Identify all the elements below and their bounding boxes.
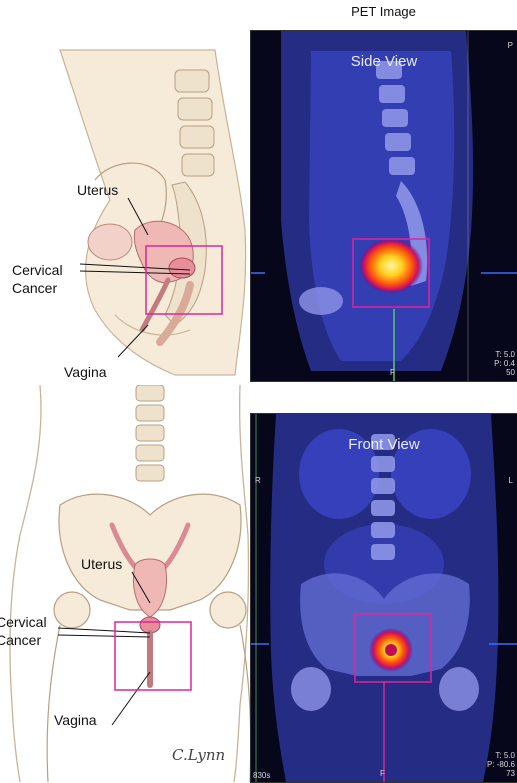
pet-image-title: PET Image: [250, 4, 517, 19]
label-cancer-bottom: Cancer: [0, 632, 41, 648]
label-cancer-top: Cancer: [12, 280, 57, 296]
pet-side-view-panel: Side View P F T: 5.0 P: 0.4 50: [250, 30, 517, 382]
side-view-label: Side View: [251, 53, 517, 70]
front-info-block: T: 5.0 P: -80.6 73: [487, 751, 515, 778]
side-info-t: T: 5.0: [494, 350, 515, 359]
artist-signature: C.Lynn: [172, 746, 225, 764]
side-anatomy-illustration: [0, 30, 250, 390]
label-cervical-top: Cervical: [12, 262, 63, 278]
front-corner-l: L: [509, 476, 513, 485]
label-vagina-bottom: Vagina: [54, 712, 97, 728]
pet-side-view-scan: [251, 31, 517, 381]
front-view-label: Front View: [251, 436, 517, 453]
front-info-n: 73: [487, 769, 515, 778]
side-corner-p: P: [508, 41, 513, 50]
label-uterus-top: Uterus: [77, 182, 118, 198]
front-corner-r: R: [255, 476, 261, 485]
pet-front-view-panel: Front View R L F 830s T: 5.0 P: -80.6 73: [250, 413, 517, 783]
side-info-n: 50: [494, 368, 515, 377]
front-corner-time: 830s: [253, 771, 270, 780]
label-vagina-top: Vagina: [64, 364, 107, 380]
front-corner-f: F: [380, 769, 385, 778]
label-uterus-bottom: Uterus: [81, 556, 122, 572]
side-info-block: T: 5.0 P: 0.4 50: [494, 350, 515, 377]
label-cervical-bottom: Cervical: [0, 614, 47, 630]
front-info-p: P: -80.6: [487, 760, 515, 769]
side-corner-f: F: [390, 368, 395, 377]
pet-front-view-scan: [251, 414, 517, 782]
front-anatomy-illustration: [0, 385, 250, 782]
front-info-t: T: 5.0: [487, 751, 515, 760]
side-info-p: P: 0.4: [494, 359, 515, 368]
